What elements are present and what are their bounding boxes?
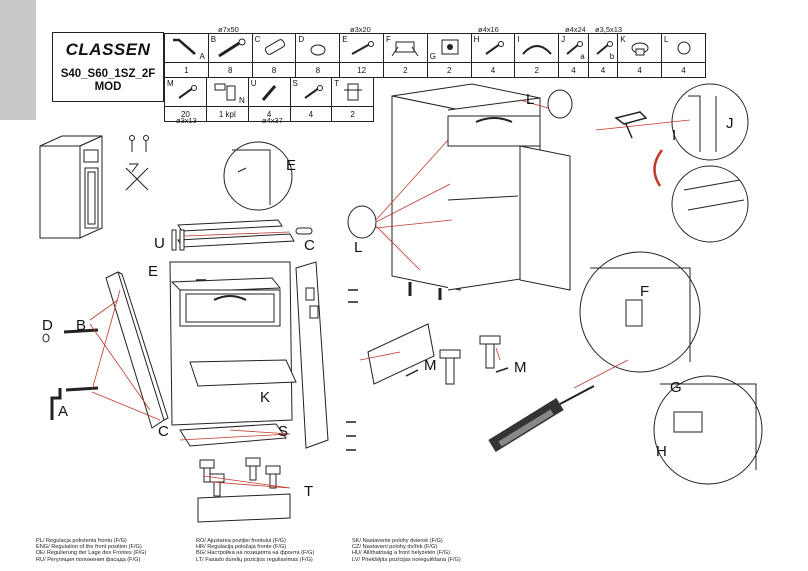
label-u: U bbox=[154, 235, 165, 252]
parts-table-row2: M N U S T 20 1 kpl 4 4 2 bbox=[164, 77, 374, 122]
plinth-panel bbox=[197, 493, 291, 523]
detail-circle-rotated bbox=[671, 165, 749, 243]
label-l-top: L bbox=[526, 91, 534, 108]
shelf-support-icon bbox=[631, 42, 649, 56]
dim-e: ø3x20 bbox=[350, 25, 371, 34]
screw-icon bbox=[351, 41, 375, 55]
dim-h: ø4x16 bbox=[478, 25, 499, 34]
label-c-bottom: C bbox=[158, 423, 169, 440]
part-m-qty: 20 bbox=[164, 106, 207, 122]
part-i-qty: 2 bbox=[514, 62, 560, 78]
part-g-cell: G bbox=[426, 33, 472, 63]
label-m-1: M bbox=[424, 357, 437, 374]
leader-lines bbox=[89, 99, 691, 489]
label-i: I bbox=[672, 127, 676, 144]
part-s-cell: S bbox=[289, 77, 333, 107]
screw-icon bbox=[484, 41, 504, 55]
bumper-left-icon bbox=[347, 205, 377, 239]
prohibited-cross-icon bbox=[125, 167, 149, 191]
label-e-detail: E bbox=[286, 157, 296, 174]
part-c-cell: C bbox=[251, 33, 297, 63]
part-jb-qty: 4 bbox=[587, 62, 619, 78]
confirmat-screw-icon bbox=[217, 38, 246, 58]
screw-icon bbox=[566, 41, 584, 55]
screwdriver-icon bbox=[488, 385, 595, 452]
footer-col-2: RO/ Ajustarea poziției frontului (F/G)HR… bbox=[196, 538, 315, 563]
label-l-left: L bbox=[354, 239, 362, 256]
part-u-cell: U bbox=[247, 77, 291, 107]
part-e-cell: E bbox=[339, 33, 384, 63]
brand-logo: CLASSEN bbox=[65, 40, 151, 59]
label-s: S bbox=[278, 423, 288, 440]
footer-col-3: SK/ Nastavenie polohy dvierok (F/G)CZ/ N… bbox=[352, 538, 461, 563]
screw-icon bbox=[303, 85, 323, 99]
detail-circle-g-h bbox=[653, 375, 763, 485]
model-code: S40_S60_1SZ_2F MOD bbox=[60, 68, 156, 93]
cap-icon bbox=[310, 44, 326, 56]
hinge-plate-icon bbox=[391, 41, 419, 57]
label-e-side: E bbox=[148, 263, 158, 280]
screw-icon bbox=[178, 85, 197, 99]
part-t-cell: T bbox=[331, 77, 374, 107]
finished-cabinet-thumbnail bbox=[39, 135, 103, 239]
label-c-top: C bbox=[304, 237, 315, 254]
dim-b: ø7x50 bbox=[218, 25, 239, 34]
allen-key-icon bbox=[173, 38, 196, 55]
cabinet-door bbox=[519, 145, 571, 291]
label-g: G bbox=[670, 379, 682, 396]
part-k-cell: K bbox=[617, 33, 663, 63]
label-h: H bbox=[656, 443, 667, 460]
detail-circle-e bbox=[223, 141, 293, 211]
label-m-2: M bbox=[514, 359, 527, 376]
part-t-qty: 2 bbox=[331, 106, 374, 122]
screw-icon bbox=[596, 41, 613, 55]
bumper-icon bbox=[677, 41, 691, 55]
product-header: CLASSEN S40_S60_1SZ_2F MOD bbox=[52, 32, 164, 102]
part-l-qty: 4 bbox=[661, 62, 706, 78]
label-a: A bbox=[58, 403, 68, 420]
handle-icon bbox=[522, 45, 553, 55]
allen-key-icon bbox=[50, 388, 62, 420]
dim-jb: ø3,5x13 bbox=[595, 25, 623, 34]
part-n-cell: N bbox=[205, 77, 249, 107]
label-j: J bbox=[726, 115, 734, 132]
wooden-dowel-icon bbox=[264, 39, 285, 55]
leg-set-icon bbox=[214, 83, 236, 101]
label-k: K bbox=[260, 389, 270, 406]
part-jb-cell: b bbox=[587, 33, 619, 63]
dim-ja: ø4x24 bbox=[565, 25, 586, 34]
label-f: F bbox=[640, 283, 649, 300]
two-person-icon bbox=[129, 135, 149, 152]
label-d: D bbox=[42, 317, 53, 334]
part-l-cell: L bbox=[661, 33, 706, 63]
rotate-arrow-icon bbox=[653, 149, 664, 187]
dowel-icon bbox=[261, 85, 276, 101]
part-s-qty: 4 bbox=[289, 106, 333, 122]
footer-col-1: PL/ Regulacja położenia frontu (F/G)ENG/… bbox=[36, 538, 147, 563]
part-n-qty: 1 kpl bbox=[205, 106, 249, 122]
detail-circle-i-j bbox=[671, 83, 749, 161]
label-t: T bbox=[304, 483, 313, 500]
page-side-tab bbox=[0, 0, 36, 120]
label-b: B bbox=[76, 317, 86, 334]
part-f-qty: 2 bbox=[382, 62, 428, 78]
plinth-clip-icon bbox=[344, 83, 363, 101]
hinge-icon bbox=[441, 39, 459, 55]
bumper-top-icon bbox=[547, 89, 573, 119]
